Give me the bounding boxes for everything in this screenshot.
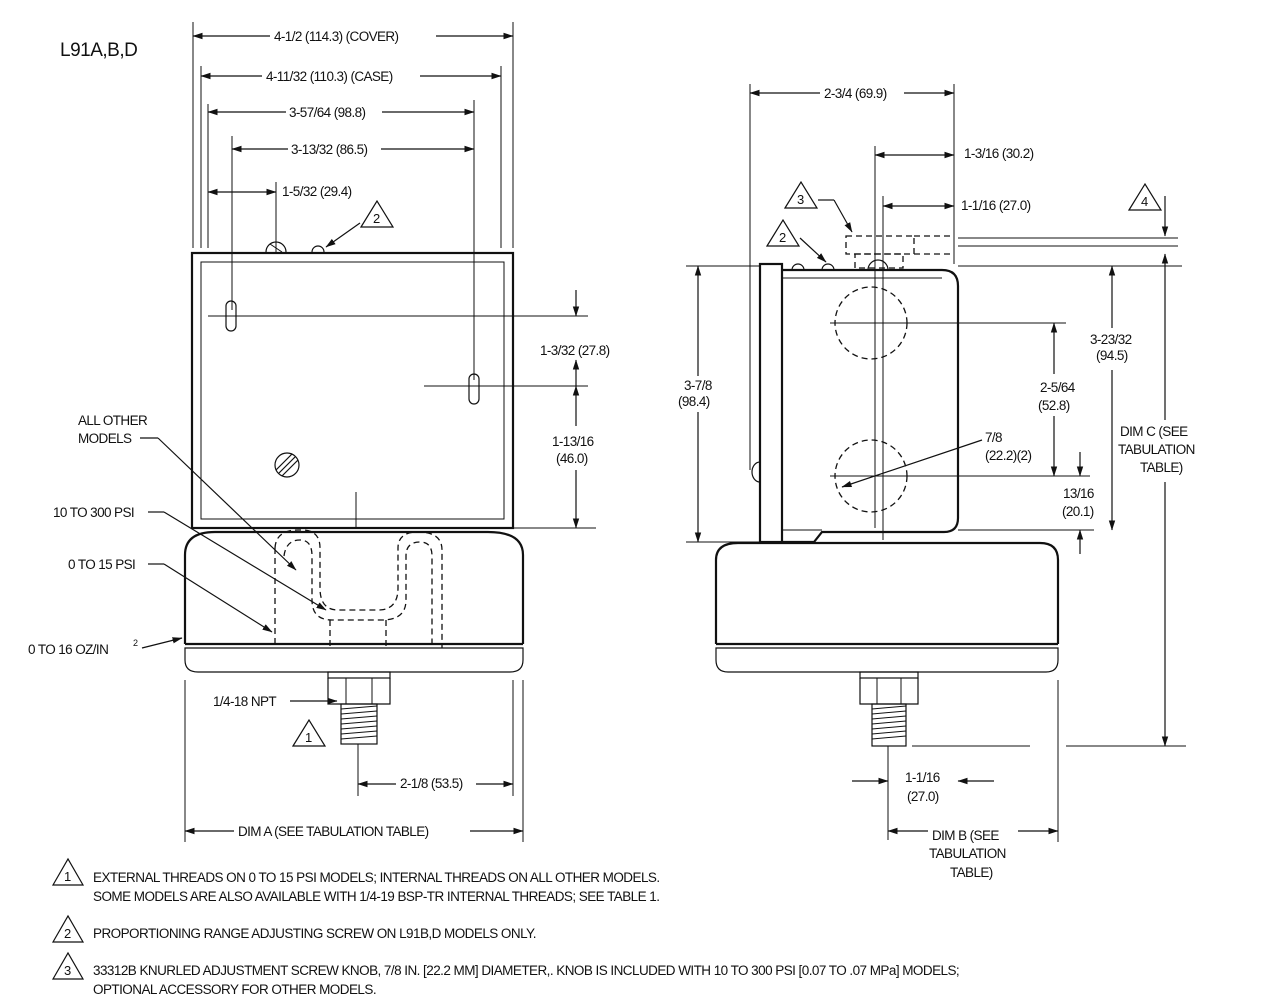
label-0-16-sup: 2 xyxy=(133,638,138,648)
label-all-other-a: ALL OTHER xyxy=(78,413,148,428)
label-npt: 1/4-18 NPT xyxy=(213,694,276,709)
callout-2-side: 2 xyxy=(765,218,827,263)
dim-1-1-16-top: 1-1/16 (27.0) xyxy=(961,198,1031,213)
callout-number: 4 xyxy=(1141,194,1148,209)
dim-13-16-b: (20.1) xyxy=(1062,504,1094,519)
note-text-line: PROPORTIONING RANGE ADJUSTING SCREW ON L… xyxy=(93,926,536,941)
dim-1-3-16: 1-3/16 (30.2) xyxy=(964,146,1034,161)
note-number: 1 xyxy=(64,869,71,884)
dim-case: 4-11/32 (110.3) (CASE) xyxy=(266,69,393,84)
note-text-line: 33312B KNURLED ADJUSTMENT SCREW KNOB, 7/… xyxy=(93,963,959,978)
dim-3-7-8-b: (98.4) xyxy=(678,394,710,409)
dim-3-23-32-a: 3-23/32 xyxy=(1090,332,1132,347)
note-number: 3 xyxy=(64,963,71,978)
dim-3-57-64: 3-57/64 (98.8) xyxy=(289,105,366,120)
note-text-line: SOME MODELS ARE ALSO AVAILABLE WITH 1/4-… xyxy=(93,889,659,904)
dim-3-7-8-a: 3-7/8 xyxy=(684,378,712,393)
callout-number: 2 xyxy=(779,230,786,245)
dim-cover: 4-1/2 (114.3) (COVER) xyxy=(274,29,399,44)
note-text-line: OPTIONAL ACCESSORY FOR OTHER MODELS. xyxy=(93,982,376,997)
notes: 1 EXTERNAL THREADS ON 0 TO 15 PSI MODELS… xyxy=(51,857,960,997)
dim-2-5-64-a: 2-5/64 xyxy=(1040,380,1076,395)
dim-a: DIM A (SEE TABULATION TABLE) xyxy=(238,824,429,839)
dim-c-c: TABLE) xyxy=(1140,460,1183,475)
dim-1-1-16-bot-a: 1-1/16 xyxy=(905,770,940,785)
side-view: 2-3/4 (69.9) 1-3/16 (30.2) 1-1/16 (27.0)… xyxy=(678,84,1195,880)
note-number: 2 xyxy=(64,926,71,941)
callout-number: 3 xyxy=(797,192,804,207)
callout-3: 3 xyxy=(783,180,853,233)
dim-b-a: DIM B (SEE xyxy=(932,828,999,843)
callout-2-front: 2 xyxy=(325,199,395,248)
dim-1-1-16-bot-b: (27.0) xyxy=(907,789,939,804)
dim-7-8-b: (22.2)(2) xyxy=(985,448,1031,463)
dim-c-b: TABULATION xyxy=(1118,442,1195,457)
note-1: 1 EXTERNAL THREADS ON 0 TO 15 PSI MODELS… xyxy=(51,857,660,904)
dim-b-c: TABLE) xyxy=(950,865,993,880)
label-10-300-psi: 10 TO 300 PSI xyxy=(53,505,134,520)
dim-13-16-a: 13/16 xyxy=(1063,486,1094,501)
dim-3-23-32-b: (94.5) xyxy=(1096,348,1128,363)
dim-b-b: TABULATION xyxy=(929,846,1006,861)
callout-number: 2 xyxy=(373,211,380,226)
dim-2-3-4: 2-3/4 (69.9) xyxy=(824,86,887,101)
model-title: L91A,B,D xyxy=(60,40,137,61)
dim-1-3-32: 1-3/32 (27.8) xyxy=(540,343,610,358)
note-text-line: EXTERNAL THREADS ON 0 TO 15 PSI MODELS; … xyxy=(93,870,660,885)
callout-4: 4 xyxy=(1127,182,1169,237)
callout-1-front: 1 xyxy=(291,718,327,747)
note-2: 2 PROPORTIONING RANGE ADJUSTING SCREW ON… xyxy=(51,914,537,943)
front-view: 4-1/2 (114.3) (COVER) 4-11/32 (110.3) (C… xyxy=(28,22,610,842)
label-all-other-b: MODELS xyxy=(78,431,132,446)
dim-1-13-16-b: (46.0) xyxy=(556,451,588,466)
dim-7-8-a: 7/8 xyxy=(985,430,1002,445)
dim-c-a: DIM C (SEE xyxy=(1120,424,1188,439)
dim-1-13-16-a: 1-13/16 xyxy=(552,434,594,449)
dim-2-5-64-b: (52.8) xyxy=(1038,398,1070,413)
dim-2-1-8: 2-1/8 (53.5) xyxy=(400,776,463,791)
note-3: 3 33312B KNURLED ADJUSTMENT SCREW KNOB, … xyxy=(51,951,960,997)
dim-3-13-32: 3-13/32 (86.5) xyxy=(291,142,368,157)
label-0-16-oz: 0 TO 16 OZ/IN xyxy=(28,642,108,657)
callout-number: 1 xyxy=(305,730,312,745)
label-0-15-psi: 0 TO 15 PSI xyxy=(68,557,135,572)
dim-1-5-32: 1-5/32 (29.4) xyxy=(282,184,352,199)
